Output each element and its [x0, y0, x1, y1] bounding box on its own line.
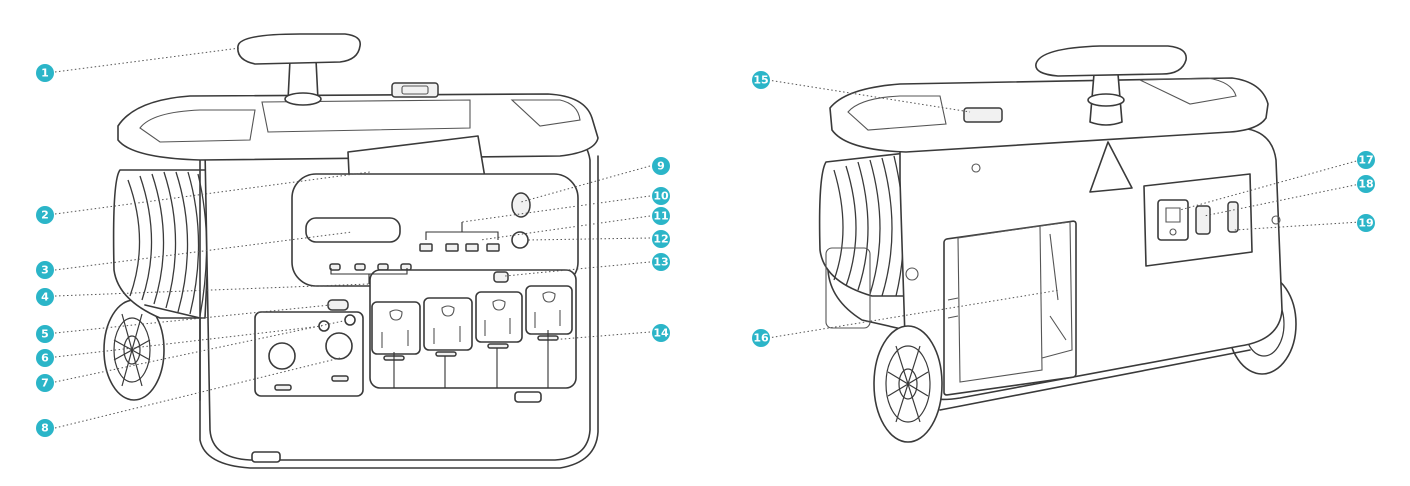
callout-16-label: 16: [753, 332, 769, 345]
back-view-battery-bay: [943, 220, 1077, 396]
callout-17-label: 17: [1358, 154, 1373, 167]
callout-19-label: 19: [1358, 217, 1373, 230]
back-view-t-handle: [1035, 45, 1187, 126]
callout-3: 3: [36, 261, 54, 279]
ac-outlet-3: [475, 291, 523, 349]
callout-11-label: 11: [653, 210, 668, 223]
callout-1-label: 1: [41, 67, 49, 80]
callout-12: 12: [652, 230, 670, 248]
callout-5-label: 5: [41, 328, 49, 341]
ac-outlet-2: [423, 297, 473, 357]
callout-9: 9: [652, 157, 670, 175]
callout-7: 7: [36, 374, 54, 392]
callout-3-label: 3: [41, 264, 49, 277]
callout-18: 18: [1357, 175, 1375, 193]
leader-lines: [54, 47, 1361, 429]
back-view: [818, 45, 1297, 443]
callout-13: 13: [652, 253, 670, 271]
callout-15-label: 15: [753, 74, 768, 87]
callout-10: 10: [652, 187, 670, 205]
callout-7-label: 7: [41, 377, 49, 390]
callout-18-label: 18: [1358, 178, 1373, 191]
callout-1: 1: [36, 64, 54, 82]
callout-4: 4: [36, 288, 54, 306]
usb-a-ports: [419, 243, 500, 252]
back-view-left-wheel: [873, 325, 943, 443]
callout-9-label: 9: [657, 160, 665, 173]
ac-outlet-4: [525, 285, 573, 341]
back-view-top-lid: [829, 77, 1269, 153]
usb-c-ports: [329, 263, 412, 271]
callout-11: 11: [652, 207, 670, 225]
callout-6: 6: [36, 349, 54, 367]
callout-10-label: 10: [653, 190, 669, 203]
callout-13-label: 13: [653, 256, 668, 269]
callout-19: 19: [1357, 214, 1375, 232]
front-view: [103, 33, 599, 469]
callout-4-label: 4: [41, 291, 49, 304]
callout-12-label: 12: [653, 233, 668, 246]
callout-14: 14: [652, 324, 670, 342]
callout-5: 5: [36, 325, 54, 343]
callout-16: 16: [752, 329, 770, 347]
front-view-t-handle: [237, 33, 362, 106]
back-view-fin-grille: [818, 151, 916, 297]
back-view-input-panel: [1143, 173, 1253, 267]
callout-8-label: 8: [41, 422, 49, 435]
front-view-ac-outlets: [369, 269, 577, 389]
front-view-top-lid: [117, 82, 599, 161]
front-view-dc-panel: [254, 299, 364, 397]
callout-6-label: 6: [41, 352, 49, 365]
back-view-vent-triangle: [1089, 141, 1133, 193]
callout-14-label: 14: [653, 327, 669, 340]
callout-15: 15: [752, 71, 770, 89]
callout-2-label: 2: [41, 209, 49, 222]
callout-2: 2: [36, 206, 54, 224]
callout-17: 17: [1357, 151, 1375, 169]
callout-8: 8: [36, 419, 54, 437]
front-view-fin-grille: [112, 169, 213, 319]
front-view-control-panel: [291, 173, 579, 287]
ac-outlet-1: [371, 301, 421, 361]
